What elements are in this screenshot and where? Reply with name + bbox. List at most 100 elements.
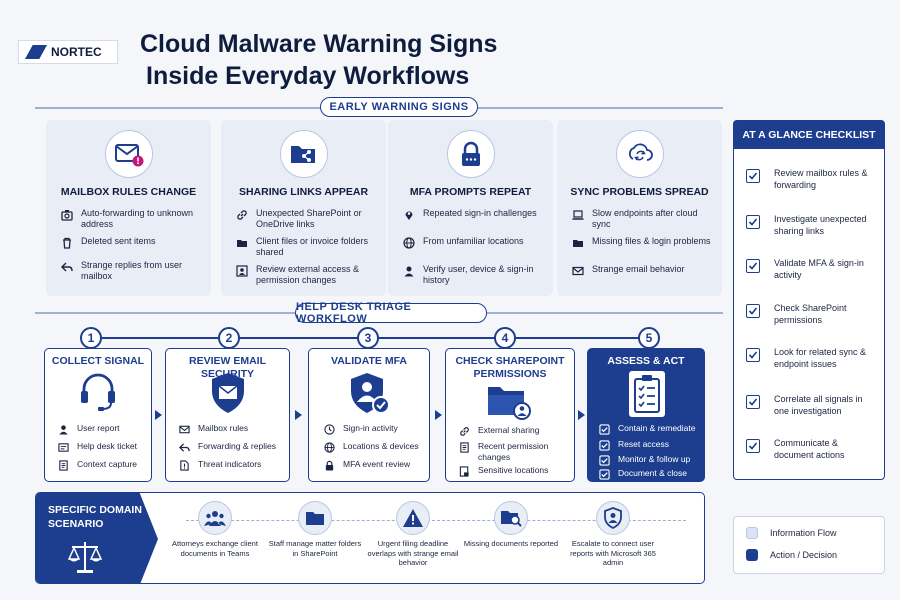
list-item: User report xyxy=(57,423,120,435)
sync-icon xyxy=(615,130,664,178)
envelope-alert-icon xyxy=(104,130,153,178)
shield-envelope-icon xyxy=(208,371,248,420)
folder-share-icon xyxy=(279,130,328,178)
step-number-1: 1 xyxy=(80,327,102,349)
section-label-triage: HELP DESK TRIAGE WORKFLOW xyxy=(295,301,487,325)
list-item-text: Threat indicators xyxy=(198,459,262,469)
list-item-text: Unexpected SharePoint or OneDrive links xyxy=(256,208,362,229)
list-item-text: Missing files & login problems xyxy=(592,236,711,246)
list-item: Strange email behavior xyxy=(571,264,714,277)
ticket-icon xyxy=(57,441,69,453)
lock-icon xyxy=(446,130,495,178)
triage-step-assess-act: ASSESS & ACT Contain & remediate Reset a… xyxy=(587,348,705,482)
globe-icon xyxy=(402,236,415,249)
checkbox-checked-icon[interactable] xyxy=(746,439,760,453)
scenario-step: Missing documents reported xyxy=(462,501,560,549)
list-item-text: Client files or invoice folders shared xyxy=(256,236,369,257)
folder-icon xyxy=(571,236,584,249)
triage-step-title: COLLECT SIGNAL xyxy=(51,355,145,367)
list-item-text: Monitor & follow up xyxy=(618,454,691,464)
checkbox-checked-icon[interactable] xyxy=(746,304,760,318)
legend-swatch xyxy=(746,549,758,561)
list-item-text: Mailbox rules xyxy=(198,423,249,433)
list-item: Reset access xyxy=(598,439,669,451)
list-item-text: Review external access & permission chan… xyxy=(256,264,360,285)
legend-item-information: Information Flow xyxy=(746,527,837,539)
checklist-item[interactable]: Look for related sync & endpoint issues xyxy=(746,346,878,370)
list-item: Locations & devices xyxy=(323,441,419,453)
scenario-step: Escalate to connect user reports with Mi… xyxy=(564,501,662,568)
warning-card-mailbox: MAILBOX RULES CHANGE Auto-forwarding to … xyxy=(46,120,211,296)
list-item: Document & close xyxy=(598,468,687,480)
list-item-text: Slow endpoints after cloud sync xyxy=(592,208,698,229)
scenario-connector xyxy=(186,520,686,521)
warning-card-mfa: MFA PROMPTS REPEAT Repeated sign-in chal… xyxy=(388,120,553,296)
list-item: Slow endpoints after cloud sync xyxy=(571,208,714,230)
legend: Information Flow Action / Decision xyxy=(733,516,885,574)
checklist-item-text: Communicate & document actions xyxy=(774,438,845,460)
list-item: MFA event review xyxy=(323,459,410,471)
triage-step-check-sharepoint: CHECK SHAREPOINT PERMISSIONS External sh… xyxy=(445,348,575,482)
list-item-text: External sharing xyxy=(478,425,540,435)
checklist-item[interactable]: Correlate all signals in one investigati… xyxy=(746,393,878,417)
checkbox-checked-icon[interactable] xyxy=(746,215,760,229)
warning-card-title: SYNC PROBLEMS SPREAD xyxy=(570,186,709,198)
list-item-text: Auto-forwarding to unknown address xyxy=(81,208,194,229)
warning-card-title: MFA PROMPTS REPEAT xyxy=(409,186,532,198)
list-item: Verify user, device & sign-in history xyxy=(402,264,545,286)
check-icon xyxy=(598,439,610,451)
link-icon xyxy=(235,208,248,221)
list-item-text: Help desk ticket xyxy=(77,441,137,451)
logo-mark-icon xyxy=(25,45,47,59)
shield-user-check-icon xyxy=(347,371,393,422)
list-item-text: User report xyxy=(77,423,120,433)
legend-label: Information Flow xyxy=(770,528,837,538)
checklist-item-text: Review mailbox rules & forwarding xyxy=(774,168,868,190)
checklist-item[interactable]: Communicate & document actions xyxy=(746,437,878,461)
warning-card-title: SHARING LINKS APPEAR xyxy=(238,186,369,198)
location-pin-icon xyxy=(402,208,415,221)
document-icon xyxy=(57,459,69,471)
list-item-text: MFA event review xyxy=(343,459,411,469)
checklist-item[interactable]: Investigate unexpected sharing links xyxy=(746,213,878,237)
scenario-step: Attorneys exchange client documents in T… xyxy=(166,501,264,558)
checkbox-checked-icon[interactable] xyxy=(746,395,760,409)
settings-icon xyxy=(60,208,73,221)
triage-step-title: REVIEW EMAIL SECURITY xyxy=(188,355,266,380)
list-item: Repeated sign-in challenges xyxy=(402,208,545,221)
list-item-text: Sign-in activity xyxy=(343,423,398,433)
checkbox-checked-icon[interactable] xyxy=(746,259,760,273)
warning-card-sync: SYNC PROBLEMS SPREAD Slow endpoints afte… xyxy=(557,120,722,296)
list-item: Mailbox rules xyxy=(178,423,248,435)
list-item-text: Reset access xyxy=(618,439,670,449)
checkbox-checked-icon[interactable] xyxy=(746,348,760,362)
link-icon xyxy=(458,425,470,437)
list-item: Context capture xyxy=(57,459,137,471)
title-line-2: Inside Everyday Workflows xyxy=(146,62,470,90)
triage-step-title: VALIDATE MFA xyxy=(330,355,408,367)
step-number-5: 5 xyxy=(638,327,660,349)
checklist-item[interactable]: Check SharePoint permissions xyxy=(746,302,878,326)
legend-item-action: Action / Decision xyxy=(746,549,837,561)
list-item: Help desk ticket xyxy=(57,441,137,453)
list-item: Review external access & permission chan… xyxy=(235,264,378,286)
checklist-item[interactable]: Validate MFA & sign-in activity xyxy=(746,257,878,281)
check-icon xyxy=(598,468,610,480)
triage-step-validate-mfa: VALIDATE MFA Sign-in activity Locations … xyxy=(308,348,430,482)
checklist-item-text: Check SharePoint permissions xyxy=(774,303,847,325)
checklist-title: AT A GLANCE CHECKLIST xyxy=(734,121,884,149)
folder-search-icon xyxy=(494,501,528,535)
scenario-step-text: Missing documents reported xyxy=(463,539,559,548)
nortec-logo: NORTEC xyxy=(18,40,118,64)
step-number-2: 2 xyxy=(218,327,240,349)
checklist-item[interactable]: Review mailbox rules & forwarding xyxy=(746,167,878,191)
list-item-text: Contain & remediate xyxy=(618,423,696,433)
checkbox-checked-icon[interactable] xyxy=(746,169,760,183)
flow-arrow xyxy=(155,410,162,420)
list-item-text: Locations & devices xyxy=(343,441,419,451)
list-item-text: Sensitive locations xyxy=(478,465,549,475)
reply-icon xyxy=(178,441,190,453)
triage-step-title: ASSESS & ACT xyxy=(607,355,685,367)
clipboard-checklist-icon xyxy=(629,371,665,417)
signin-icon xyxy=(323,423,335,435)
